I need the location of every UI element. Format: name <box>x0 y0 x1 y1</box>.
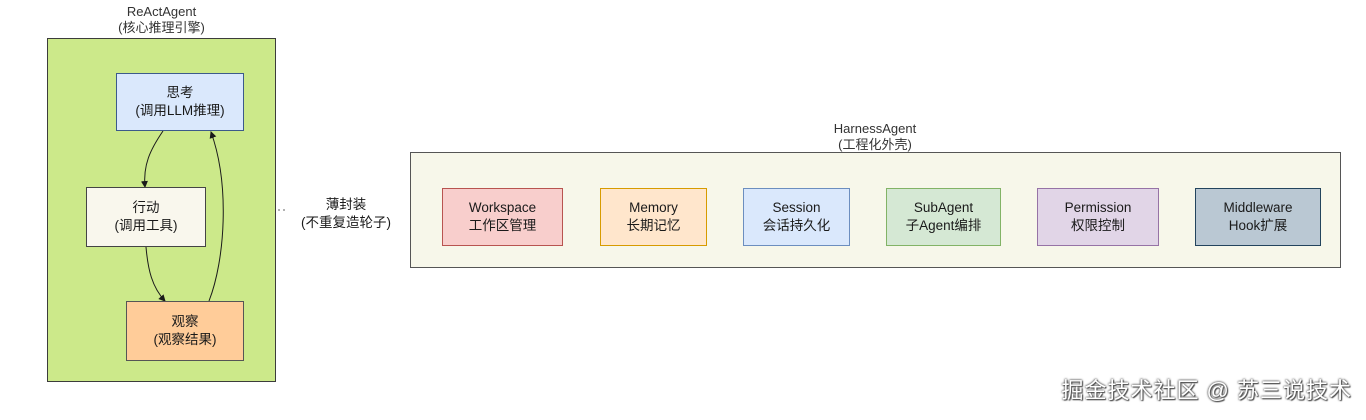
module-permission-name: Permission <box>1064 200 1132 215</box>
harness-agent-container <box>410 152 1341 268</box>
think-node-label: 思考 <box>166 85 194 100</box>
module-workspace-name: Workspace <box>468 200 537 215</box>
module-middleware-desc: Hook扩展 <box>1228 218 1288 233</box>
module-workspace: Workspace 工作区管理 <box>442 188 563 246</box>
harness-agent-subtitle: (工程化外壳) <box>838 137 912 152</box>
module-session: Session 会话持久化 <box>743 188 850 246</box>
watermark: 掘金技术社区 @ 苏三说技术 <box>1061 378 1352 403</box>
module-middleware: Middleware Hook扩展 <box>1195 188 1321 246</box>
module-workspace-desc: 工作区管理 <box>468 218 537 233</box>
observe-node-sublabel: (观察结果) <box>153 332 217 347</box>
connector-label-line2: (不重复造轮子) <box>301 215 391 230</box>
react-agent-subtitle: (核心推理引擎) <box>118 20 205 35</box>
harness-agent-title-text: HarnessAgent <box>833 121 917 136</box>
module-subagent-desc: 子Agent编排 <box>905 218 982 233</box>
act-node: 行动 (调用工具) <box>86 187 206 247</box>
harness-agent-title: HarnessAgent (工程化外壳) <box>350 121 1366 153</box>
react-agent-title-text: ReActAgent <box>126 4 197 19</box>
observe-node: 观察 (观察结果) <box>126 301 244 361</box>
module-subagent: SubAgent 子Agent编排 <box>886 188 1001 246</box>
act-node-sublabel: (调用工具) <box>114 218 178 233</box>
module-permission: Permission 权限控制 <box>1037 188 1159 246</box>
module-session-desc: 会话持久化 <box>762 218 831 233</box>
edge-think-to-act <box>140 130 164 188</box>
observe-node-label: 观察 <box>171 314 199 329</box>
act-node-label: 行动 <box>132 200 160 215</box>
module-memory-desc: 长期记忆 <box>626 218 681 233</box>
edge-observe-to-think <box>208 131 224 302</box>
connector-label-line1: 薄封装 <box>325 197 367 212</box>
think-node: 思考 (调用LLM推理) <box>116 73 244 131</box>
react-agent-title: ReActAgent (核心推理引擎) <box>47 4 276 36</box>
connector-label: 薄封装 (不重复造轮子) <box>285 194 407 234</box>
module-middleware-name: Middleware <box>1223 200 1293 215</box>
module-permission-desc: 权限控制 <box>1071 218 1125 233</box>
module-memory: Memory 长期记忆 <box>600 188 707 246</box>
think-node-sublabel: (调用LLM推理) <box>135 103 225 118</box>
edge-act-to-observe <box>145 246 166 302</box>
module-subagent-name: SubAgent <box>913 200 974 215</box>
module-memory-name: Memory <box>629 200 678 215</box>
module-session-name: Session <box>772 200 821 215</box>
